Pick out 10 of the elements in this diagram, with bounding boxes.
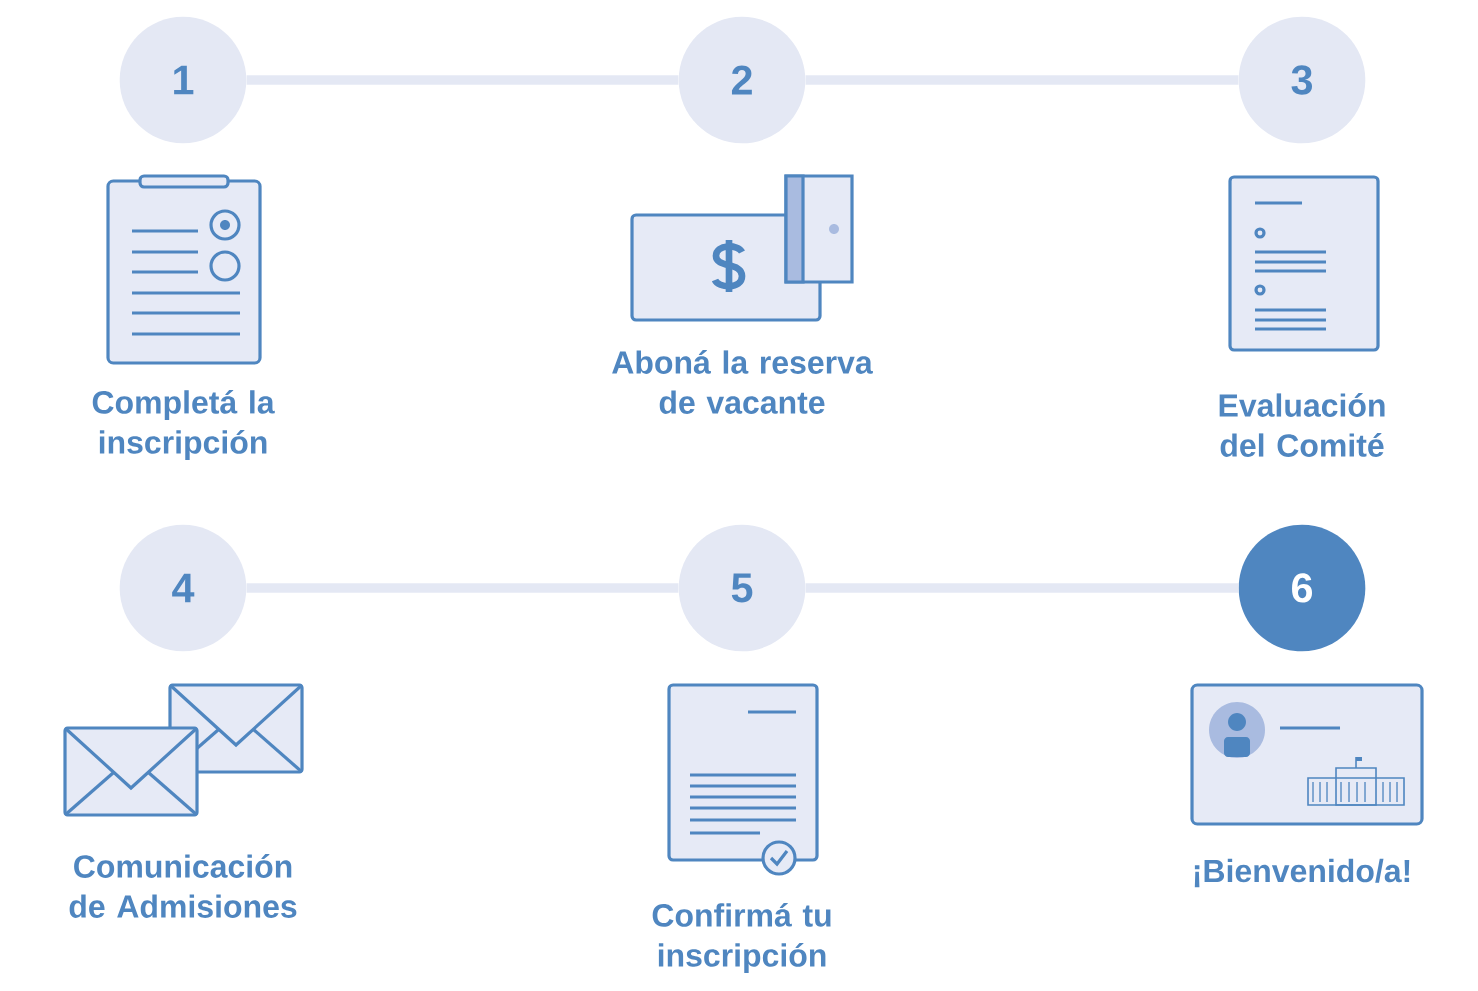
step-caption: Comunicación de Admisiones — [69, 854, 297, 918]
connector-line — [805, 75, 1239, 85]
step-caption: Confirmá tu inscripción — [652, 902, 831, 974]
step-caption: ¡Bienvenido/a! — [1194, 858, 1410, 888]
connector-line — [246, 583, 679, 593]
step-caption: Aboná la reserva de vacante — [612, 350, 873, 414]
step-caption: Evaluación del Comité — [1219, 393, 1385, 457]
connector-line — [246, 75, 679, 85]
step-caption: Completá la inscripción — [92, 389, 275, 461]
connector-line — [805, 583, 1239, 593]
